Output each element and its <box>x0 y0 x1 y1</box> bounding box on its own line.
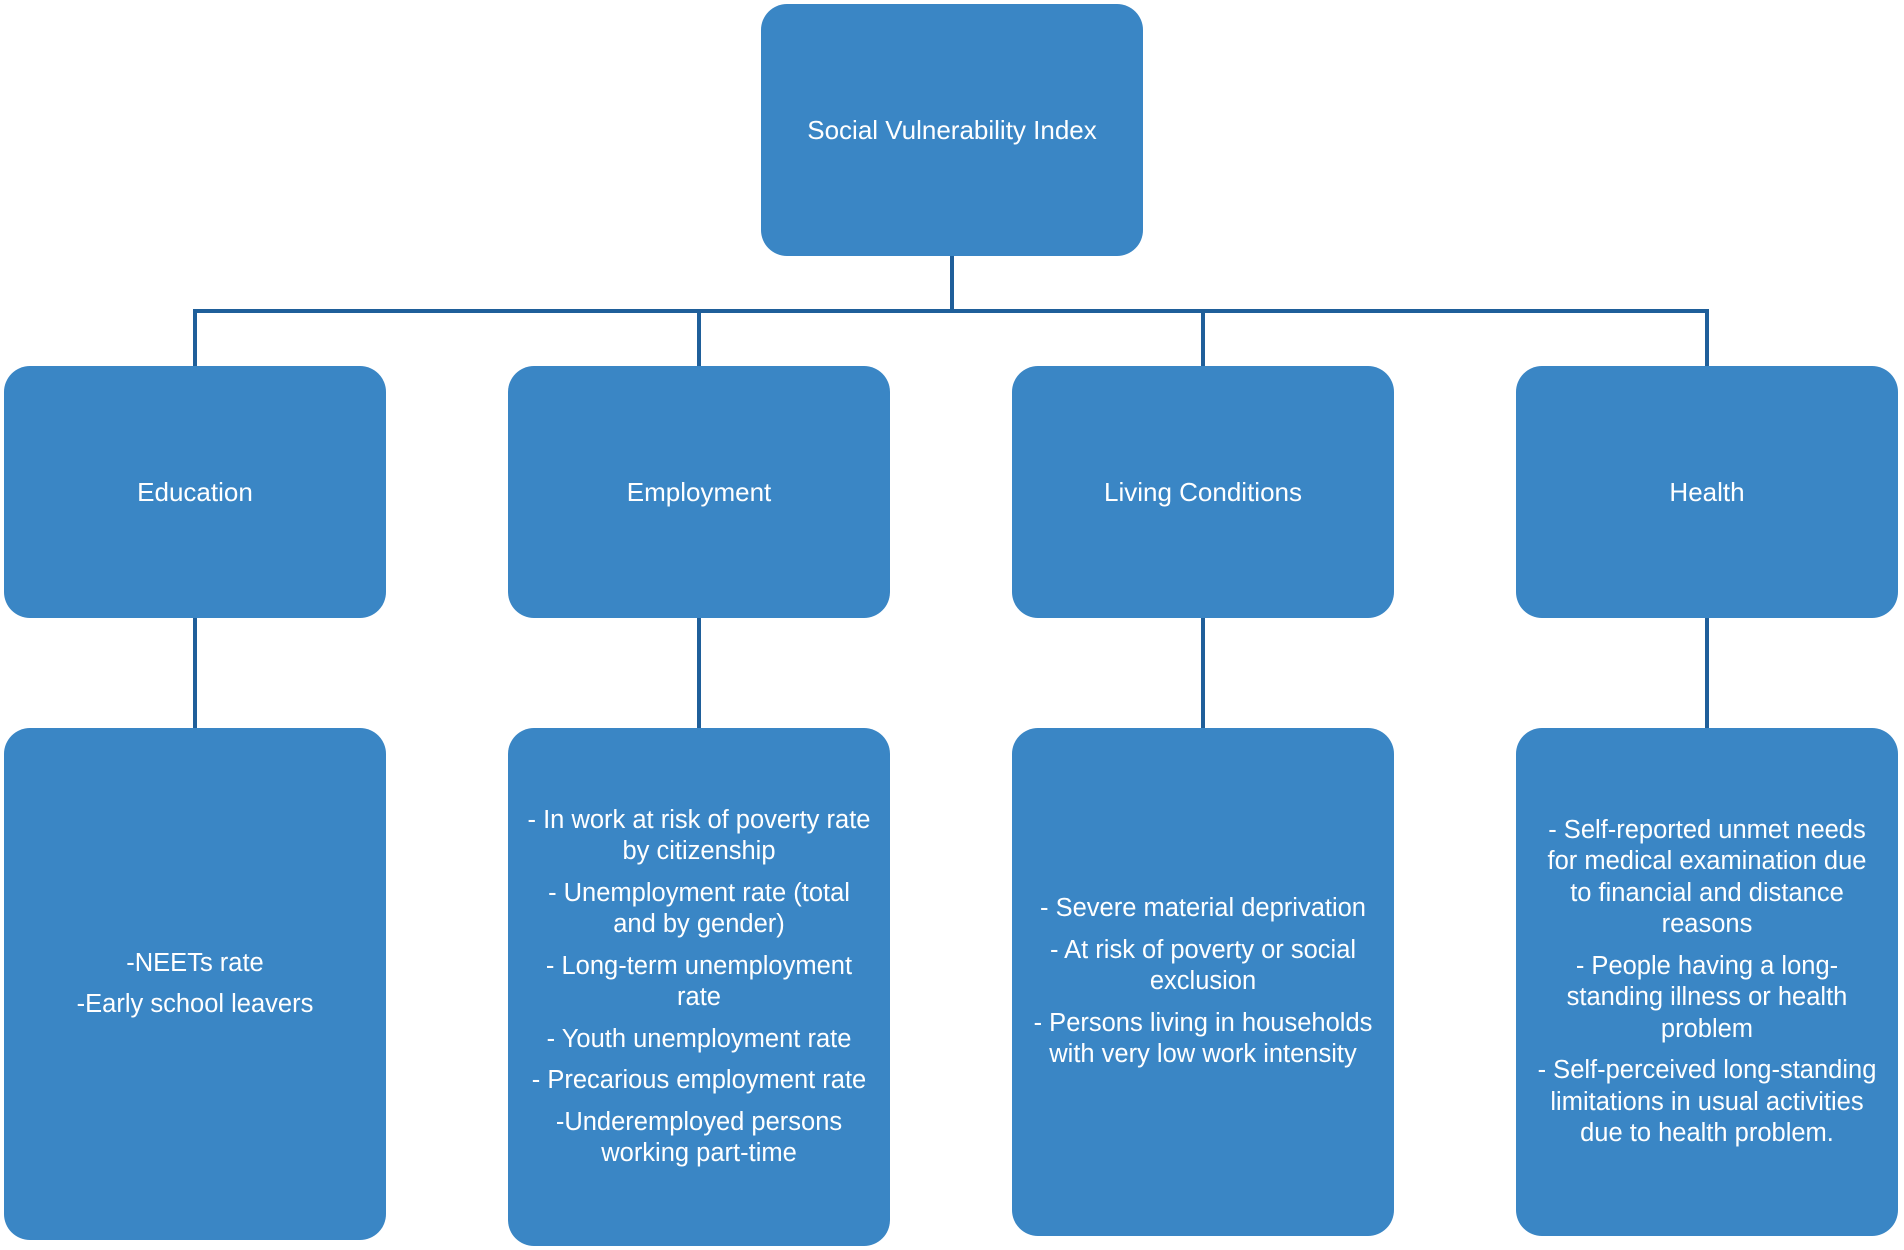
category-label-employment: Employment <box>626 476 772 507</box>
indicator-item: - Severe material deprivation <box>1040 894 1366 923</box>
indicator-item: - Self-perceived long-standing limitatio… <box>1537 1056 1877 1147</box>
indicator-item: - At risk of poverty or social exclusion <box>1049 935 1357 996</box>
category-box-education: Education <box>4 366 386 618</box>
indicator-item: - People having a long-standing illness … <box>1566 951 1848 1043</box>
indicator-item: -Underemployed persons working part-time <box>555 1107 843 1168</box>
indicator-item: - In work at risk of poverty rate by cit… <box>527 805 871 866</box>
indicator-list-health: - Self-reported unmet needs for medical … <box>1534 815 1880 1150</box>
indicator-box-health: - Self-reported unmet needs for medical … <box>1516 728 1898 1236</box>
category-label-health: Health <box>1669 476 1745 507</box>
indicator-list-education: -NEETs rate -Early school leavers <box>77 948 314 1021</box>
indicator-item: -NEETs rate <box>126 948 264 977</box>
category-box-employment: Employment <box>508 366 890 618</box>
category-label-education: Education <box>137 476 253 507</box>
indicator-item: -Early school leavers <box>76 990 314 1018</box>
category-box-health: Health <box>1516 366 1898 618</box>
category-label-living-conditions: Living Conditions <box>1103 476 1302 507</box>
indicator-list-living-conditions: - Severe material deprivation - At risk … <box>1030 893 1376 1071</box>
root-node-label: Social Vulnerability Index <box>807 114 1097 145</box>
indicator-item: - Youth unemployment rate <box>546 1024 852 1053</box>
indicator-box-employment: - In work at risk of poverty rate by cit… <box>508 728 890 1246</box>
indicator-item: - Long-term unemployment rate <box>545 951 853 1012</box>
indicator-item: - Precarious employment rate <box>531 1066 867 1094</box>
indicator-box-living-conditions: - Severe material deprivation - At risk … <box>1012 728 1394 1236</box>
indicator-item: - Self-reported unmet needs for medical … <box>1547 815 1867 939</box>
indicator-item: - Persons living in households with very… <box>1033 1008 1373 1069</box>
category-box-living-conditions: Living Conditions <box>1012 366 1394 618</box>
root-node-box: Social Vulnerability Index <box>761 4 1143 256</box>
indicator-list-employment: - In work at risk of poverty rate by cit… <box>526 805 872 1170</box>
indicator-box-education: -NEETs rate -Early school leavers <box>4 728 386 1240</box>
indicator-item: - Unemployment rate (total and by gender… <box>548 878 850 939</box>
